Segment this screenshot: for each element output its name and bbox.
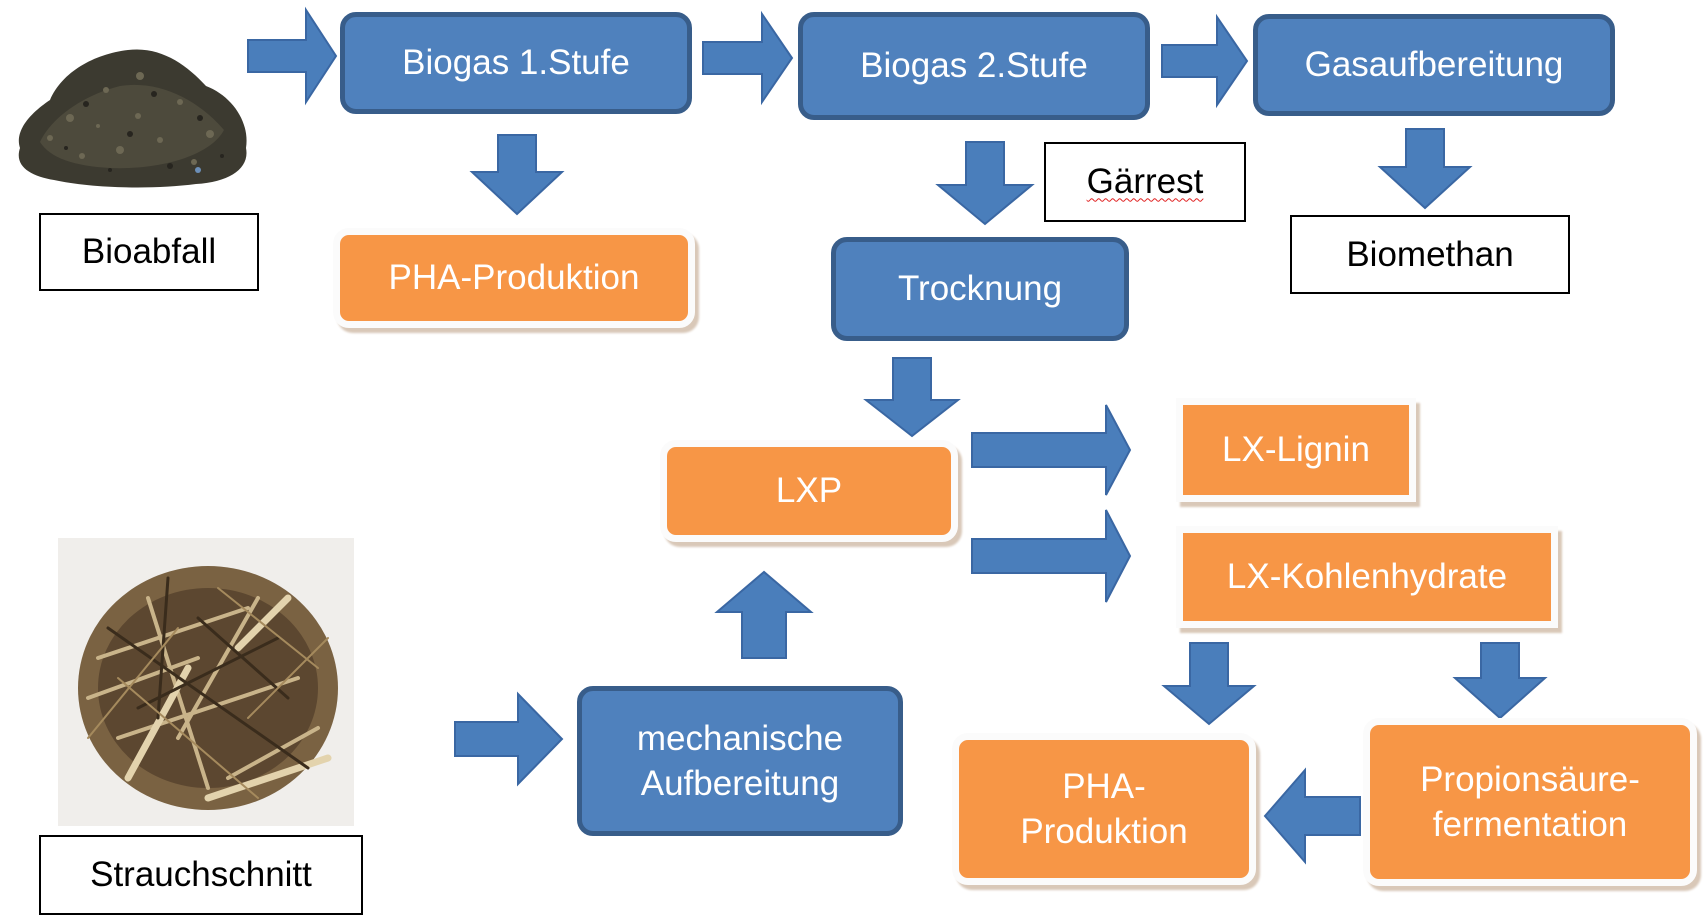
arrow-gasaufbereitung-to-biomethan — [1377, 128, 1473, 210]
mech-line-2: Aufbereitung — [640, 764, 840, 803]
arrow-biogas2-to-gasaufbereitung — [1161, 13, 1249, 109]
arrow-mech-to-lxp — [714, 570, 814, 659]
process-biogas-1-stufe: Biogas 1.Stufe — [340, 12, 692, 114]
process-trocknung: Trocknung — [831, 237, 1129, 341]
product-pha-produktion-top: PHA-Produktion — [333, 228, 695, 328]
pha-bottom-line-1: PHA- — [1062, 766, 1146, 806]
arrow-trocknung-to-lxp — [863, 357, 961, 438]
arrow-kohlenhydrate-to-pha — [1161, 642, 1257, 726]
arrow-bioabfall-to-biogas1 — [247, 6, 338, 106]
propion-line-1: Propionsäure- — [1420, 759, 1640, 799]
arrow-strauchschnitt-to-mech — [454, 691, 564, 787]
mech-line-1: mechanische — [636, 718, 844, 758]
label-gaerrest: Gärrest — [1044, 142, 1246, 222]
label-strauchschnitt: Strauchschnitt — [39, 835, 363, 915]
process-gasaufbereitung: Gasaufbereitung — [1253, 14, 1615, 116]
arrow-biogas1-to-pha — [469, 134, 565, 216]
product-lxp: LXP — [660, 440, 958, 542]
propion-line-2: fermentation — [1432, 805, 1628, 844]
arrow-biogas1-to-biogas2 — [702, 10, 794, 106]
shrub-clippings-image — [58, 538, 354, 826]
arrow-kohlenhydrate-to-propion — [1452, 642, 1548, 720]
pha-bottom-line-2: Produktion — [1020, 812, 1188, 851]
arrow-biogas2-to-trocknung — [935, 141, 1035, 226]
compost-pile-image — [10, 30, 255, 188]
arrow-propion-to-pha — [1263, 767, 1361, 865]
label-biomethan: Biomethan — [1290, 215, 1570, 294]
product-propionsaeurefermentation: Propionsäure- fermentation — [1363, 718, 1697, 886]
product-pha-produktion-bottom: PHA- Produktion — [952, 733, 1256, 885]
arrow-lxp-to-kohlenhydrate — [971, 509, 1132, 603]
arrow-lxp-to-lignin — [971, 404, 1132, 496]
gaerrest-text: Gärrest — [1086, 162, 1204, 202]
process-biogas-2-stufe: Biogas 2.Stufe — [798, 12, 1150, 120]
product-lx-kohlenhydrate: LX-Kohlenhydrate — [1176, 526, 1558, 628]
product-lx-lignin: LX-Lignin — [1176, 398, 1416, 502]
label-bioabfall: Bioabfall — [39, 213, 259, 291]
process-mechanische-aufbereitung: mechanische Aufbereitung — [577, 686, 903, 836]
